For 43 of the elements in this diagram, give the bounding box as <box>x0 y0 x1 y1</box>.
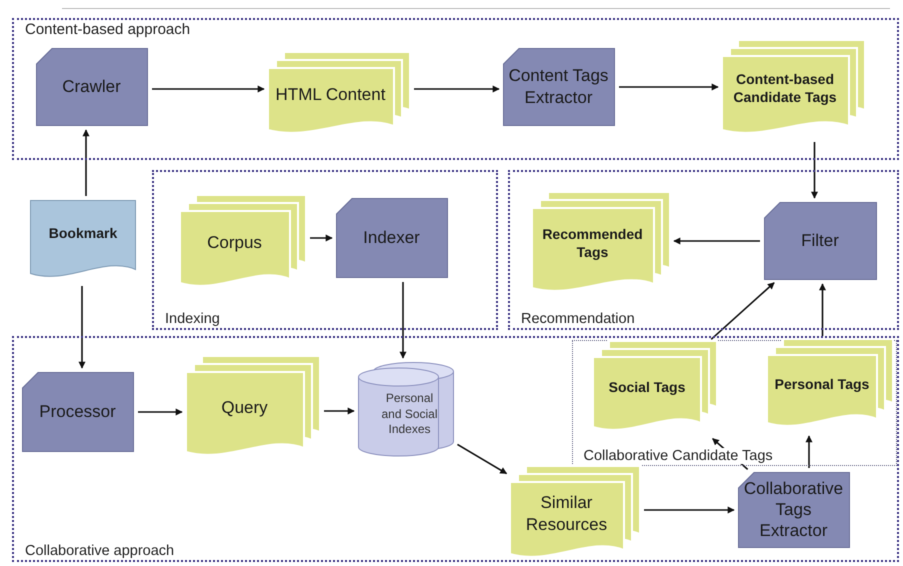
node-label: Recommended Tags <box>541 226 644 261</box>
arrow <box>414 86 500 92</box>
node-label: Collaborative Tags Extractor <box>742 478 844 542</box>
node-label: Corpus <box>207 232 262 254</box>
arrow <box>310 234 333 242</box>
node-label: HTML Content <box>276 84 386 106</box>
group-frame <box>572 340 896 466</box>
process-card <box>764 202 876 280</box>
arrow <box>152 86 265 92</box>
process-card <box>502 48 614 126</box>
node-label: Bookmark <box>48 225 118 243</box>
node-label: Similar Resources <box>524 492 608 535</box>
group-frame <box>152 170 498 330</box>
node-label: Personal Tags <box>774 376 870 394</box>
node-label: Processor <box>39 400 116 422</box>
arrow <box>619 84 719 90</box>
process-card <box>738 472 850 548</box>
arrow <box>457 444 508 474</box>
node-label: Content-based Candidate Tags <box>732 71 838 106</box>
group-frame <box>12 336 899 562</box>
node-label: Filter <box>801 230 839 252</box>
node-label: Content Tags Extractor <box>508 65 610 108</box>
node-label: Personal and Social Indexes <box>380 391 439 438</box>
process-card <box>36 48 148 126</box>
arrow <box>138 408 183 416</box>
arrow <box>811 142 818 199</box>
arrow <box>324 408 355 414</box>
arrow <box>82 129 90 196</box>
arrow <box>644 506 735 514</box>
group-frame <box>508 170 899 330</box>
group-frame <box>12 18 899 160</box>
arrow <box>673 238 760 244</box>
arrow <box>78 286 86 369</box>
arrow <box>806 435 812 468</box>
process-card <box>22 372 134 452</box>
node-label: Social Tags <box>608 379 686 397</box>
arrow <box>710 282 775 340</box>
arrow <box>400 282 406 359</box>
arrow <box>819 283 826 336</box>
node-label: Indexer <box>363 226 420 248</box>
node-label: Query <box>221 396 268 418</box>
node-label: Crawler <box>62 76 121 98</box>
process-card <box>336 198 448 278</box>
